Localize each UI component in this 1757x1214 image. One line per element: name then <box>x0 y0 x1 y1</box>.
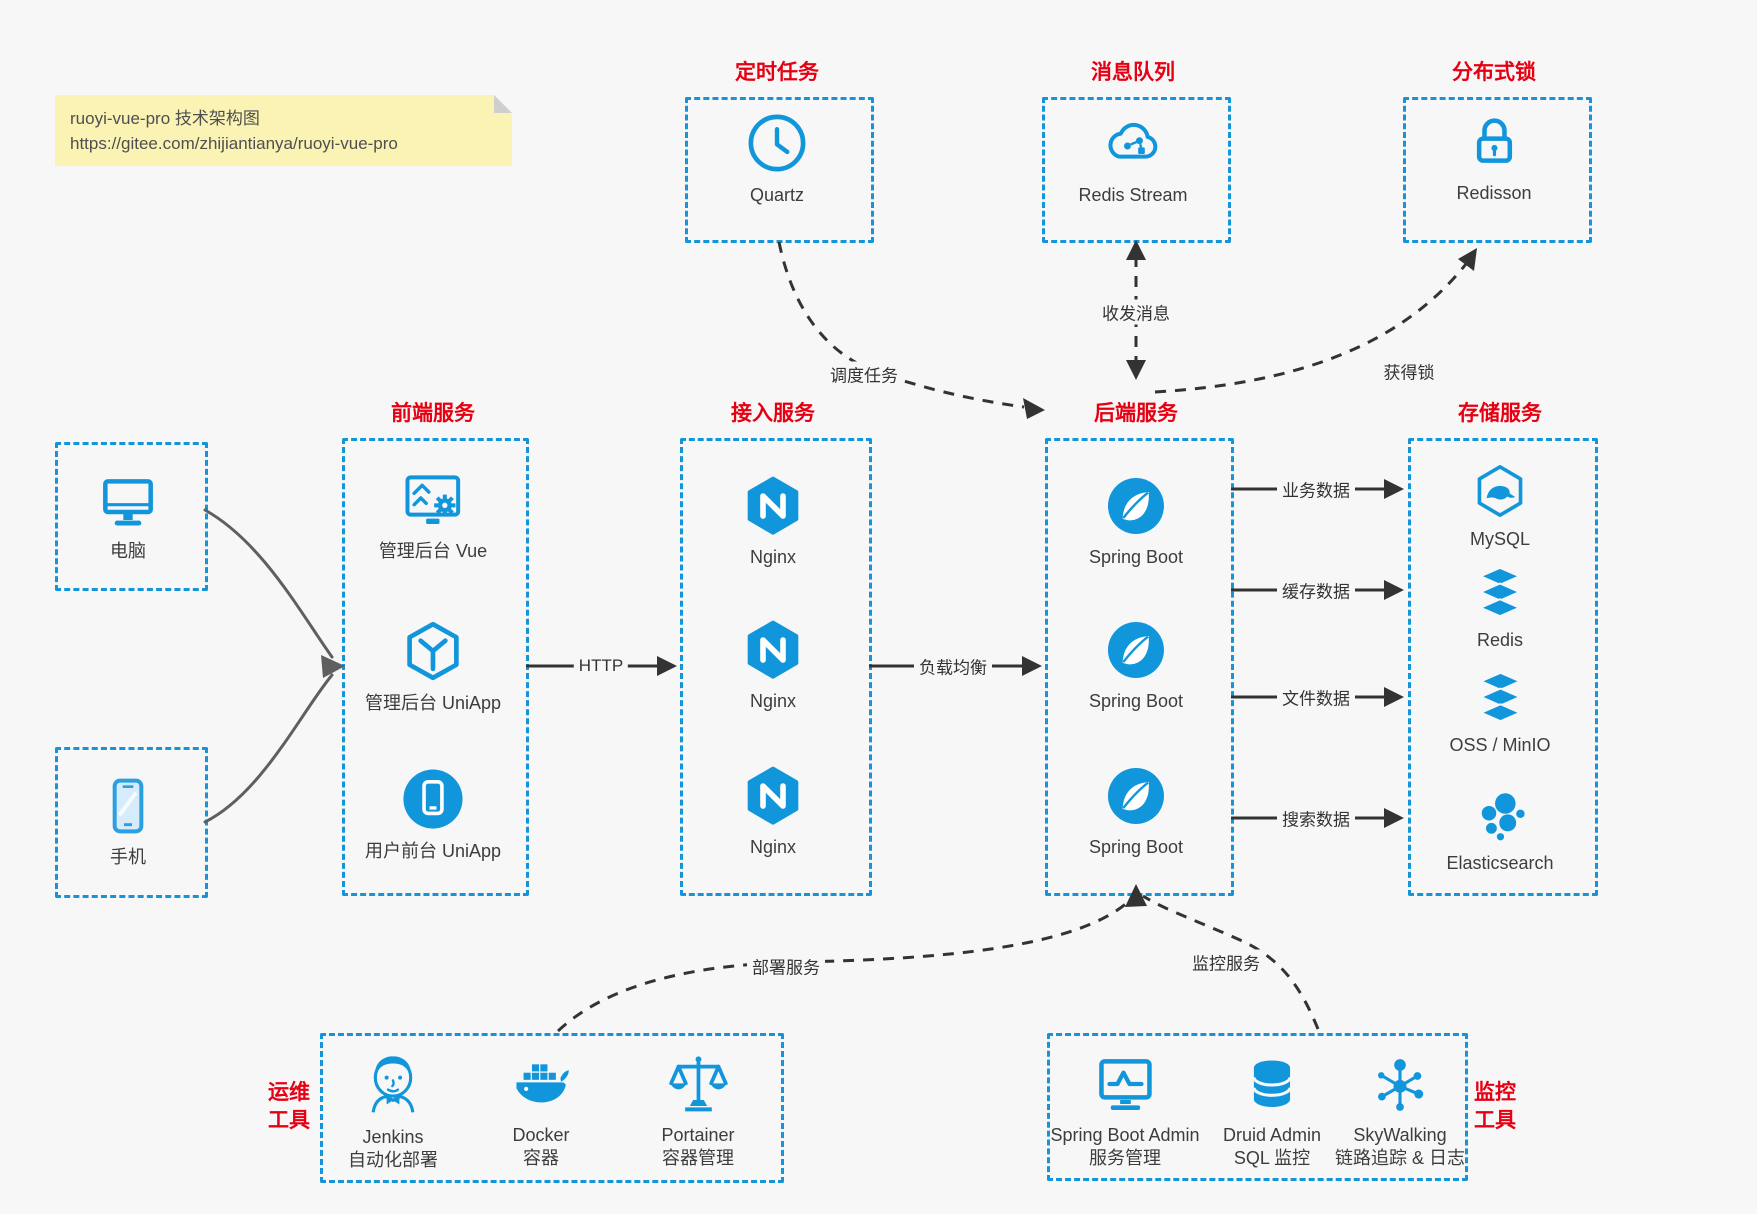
vue-admin-icon <box>401 468 465 532</box>
skywalking-label: SkyWalking 链路追踪 & 日志 <box>1334 1125 1466 1168</box>
quartz-box <box>685 97 874 243</box>
monitor-tools-box <box>1047 1033 1468 1181</box>
quartz-label: Quartz <box>749 185 805 205</box>
title-scheduled-tasks: 定时任务 <box>735 61 819 84</box>
mysql-icon <box>1471 462 1529 520</box>
nginx-label: Nginx <box>749 837 797 857</box>
uniapp-cube-icon <box>400 618 466 684</box>
edge-label-search-data: 搜索数据 <box>1277 805 1355 831</box>
spring-boot-icon <box>1104 618 1168 682</box>
elasticsearch-label: Elasticsearch <box>1446 853 1554 873</box>
ops-tools-badge: 运维 工具 <box>268 1081 310 1132</box>
nginx-label: Nginx <box>749 547 797 567</box>
nginx-icon <box>741 474 805 538</box>
storage-box <box>1408 438 1598 896</box>
oss-minio-stack-icon <box>1471 668 1529 726</box>
title-storage-services: 存储服务 <box>1458 402 1542 425</box>
arrowhead-load-balance <box>1022 656 1042 676</box>
spring-boot-icon <box>1104 474 1168 538</box>
redis-stack-icon <box>1471 563 1529 621</box>
phone-icon <box>96 774 160 838</box>
spring-boot-label: Spring Boot <box>1088 837 1184 857</box>
spring-boot-label: Spring Boot <box>1088 691 1184 711</box>
title-distributed-lock: 分布式锁 <box>1452 61 1536 84</box>
arrowhead-dispatch <box>1023 398 1045 419</box>
druid-admin-label: Druid Admin SQL 监控 <box>1222 1125 1322 1168</box>
sticky-note: ruoyi-vue-pro 技术架构图 https://gitee.com/zh… <box>55 95 512 166</box>
nginx-icon <box>741 764 805 828</box>
arrowhead-message-down <box>1126 360 1146 380</box>
edge-deploy-services <box>556 900 1129 1033</box>
elasticsearch-icon <box>1471 786 1529 844</box>
oss-minio-label: OSS / MinIO <box>1449 735 1551 755</box>
arrowhead-business-data <box>1384 479 1404 499</box>
cloud-stream-icon <box>1101 112 1165 176</box>
desktop-icon <box>96 468 160 532</box>
redisson-label: Redisson <box>1456 183 1532 203</box>
monitor-tools-badge: 监控 工具 <box>1474 1081 1516 1132</box>
redis-stream-label: Redis Stream <box>1078 185 1188 205</box>
lock-icon <box>1462 110 1526 174</box>
spring-boot-label: Spring Boot <box>1088 547 1184 567</box>
druid-database-icon <box>1241 1054 1303 1116</box>
clock-icon <box>744 110 810 176</box>
user-uniapp-label: 用户前台 UniApp <box>364 841 502 861</box>
edge-label-monitor: 监控服务 <box>1187 949 1265 975</box>
uniapp-user-icon <box>400 766 466 832</box>
title-access-services: 接入服务 <box>731 402 815 425</box>
note-fold-corner <box>494 95 512 113</box>
redisson-box <box>1403 97 1592 243</box>
edge-label-cache-data: 缓存数据 <box>1277 577 1355 603</box>
edge-label-http: HTTP <box>573 656 629 676</box>
edge-label-message: 收发消息 <box>1097 299 1175 325</box>
portainer-label: Portainer 容器管理 <box>661 1125 735 1168</box>
portainer-icon <box>666 1052 730 1116</box>
pc-client-label: 电脑 <box>110 541 146 561</box>
skywalking-icon <box>1369 1054 1431 1116</box>
spring-boot-admin-label: Spring Boot Admin 服务管理 <box>1050 1125 1200 1168</box>
arrowhead-message-up <box>1126 240 1146 260</box>
mysql-label: MySQL <box>1469 529 1531 549</box>
spring-boot-admin-icon <box>1093 1052 1157 1116</box>
edge-label-load-balance: 负载均衡 <box>914 653 992 679</box>
edge-label-business-data: 业务数据 <box>1277 476 1355 502</box>
docker-icon <box>510 1054 572 1116</box>
edge-phone-to-frontend <box>203 673 334 824</box>
arrowhead-file-data <box>1384 687 1404 707</box>
arrowhead-cache-data <box>1384 580 1404 600</box>
edge-label-lock: 获得锁 <box>1378 358 1440 384</box>
note-url: https://gitee.com/zhijiantianya/ruoyi-vu… <box>70 134 398 153</box>
nginx-icon <box>741 618 805 682</box>
nginx-label: Nginx <box>749 691 797 711</box>
title-backend-services: 后端服务 <box>1094 402 1178 425</box>
jenkins-icon <box>359 1050 427 1118</box>
edge-label-deploy: 部署服务 <box>747 953 825 979</box>
edge-pc-to-frontend <box>203 508 334 659</box>
note-title: ruoyi-vue-pro 技术架构图 <box>70 109 260 128</box>
edge-label-file-data: 文件数据 <box>1277 684 1355 710</box>
admin-vue-label: 管理后台 Vue <box>378 541 488 561</box>
title-frontend-services: 前端服务 <box>391 402 475 425</box>
arrowhead-http <box>657 656 677 676</box>
edge-label-dispatch: 调度任务 <box>825 361 903 387</box>
redis-label: Redis <box>1476 630 1524 650</box>
docker-label: Docker 容器 <box>512 1125 570 1168</box>
arrowhead-lock <box>1458 248 1477 271</box>
spring-boot-icon <box>1104 764 1168 828</box>
title-message-queue: 消息队列 <box>1091 61 1175 84</box>
phone-client-label: 手机 <box>110 847 146 867</box>
arrowhead-search-data <box>1384 808 1404 828</box>
ops-tools-box <box>320 1033 784 1183</box>
admin-uniapp-label: 管理后台 UniApp <box>364 693 502 713</box>
jenkins-label: Jenkins 自动化部署 <box>348 1127 438 1170</box>
